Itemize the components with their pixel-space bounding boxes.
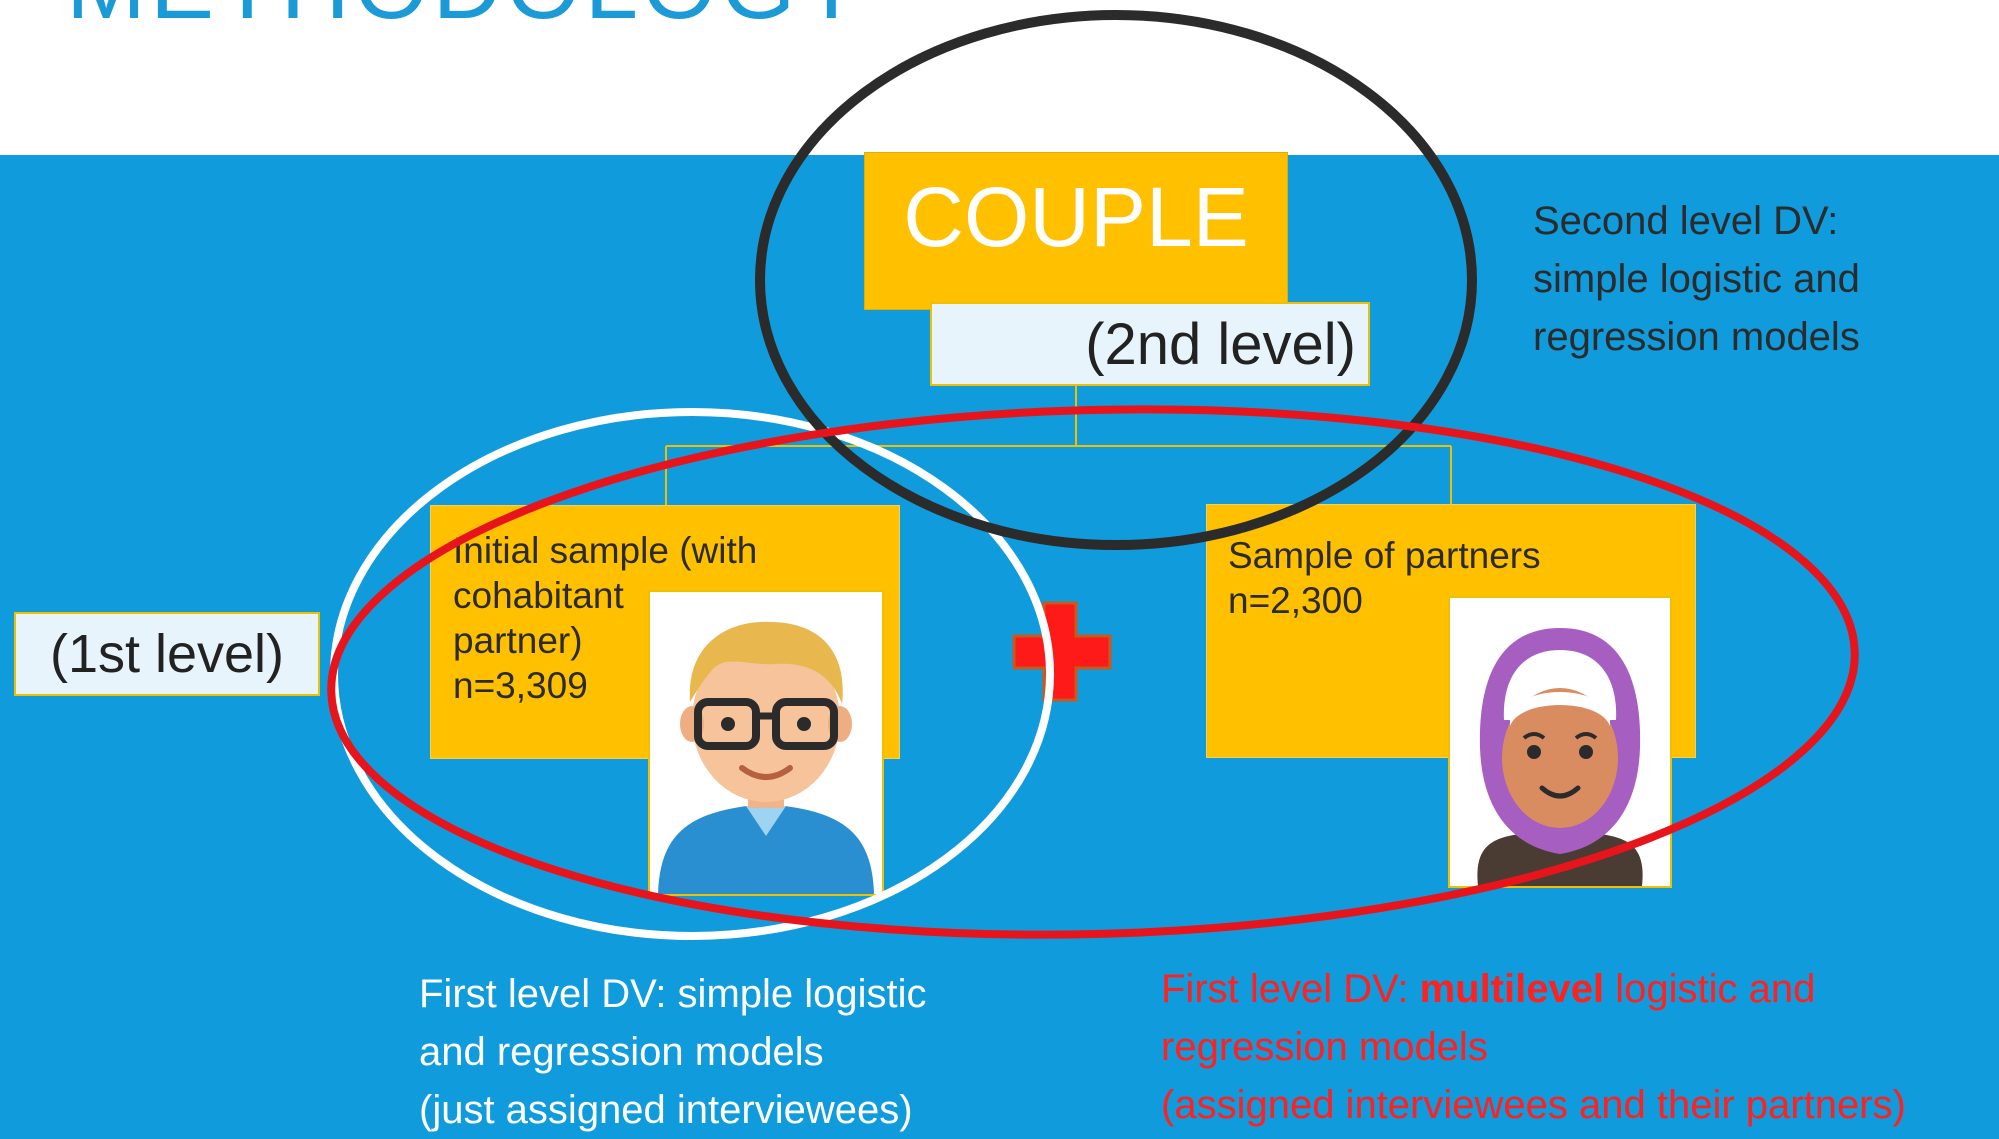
note-line: (assigned interviewees and their partner… [1161, 1083, 1906, 1127]
slide-title: METHODOLOGY [66, 0, 867, 34]
note-line: Second level DV: [1533, 199, 1839, 243]
note-suffix: logistic and [1604, 967, 1816, 1011]
note-line: (just assigned interviewees) [419, 1088, 913, 1132]
first-level-label: (1st level) [14, 612, 320, 696]
man-avatar-icon [648, 590, 884, 896]
couple-box: COUPLE [864, 152, 1288, 310]
note-line: regression models [1533, 315, 1860, 359]
first-level-note: First level DV: simple logistic and regr… [419, 965, 927, 1139]
partner-sample-line: Sample of partners [1228, 535, 1541, 576]
second-level-label: (2nd level) [930, 302, 1370, 386]
note-line: simple logistic and [1533, 257, 1860, 301]
note-line: regression models [1161, 1025, 1488, 1069]
note-bold-word: multilevel [1419, 967, 1605, 1011]
note-prefix: First level DV: [1161, 967, 1420, 1011]
second-level-note: Second level DV: simple logistic and reg… [1533, 192, 1860, 366]
initial-sample-line: Initial sample (with [453, 530, 758, 571]
woman-hijab-avatar-icon [1448, 596, 1672, 888]
note-line: First level DV: multilevel logistic and [1161, 960, 1906, 1018]
multilevel-note: First level DV: multilevel logistic and … [1161, 960, 1906, 1134]
note-line: and regression models [419, 1030, 824, 1074]
note-line: First level DV: simple logistic [419, 972, 927, 1016]
